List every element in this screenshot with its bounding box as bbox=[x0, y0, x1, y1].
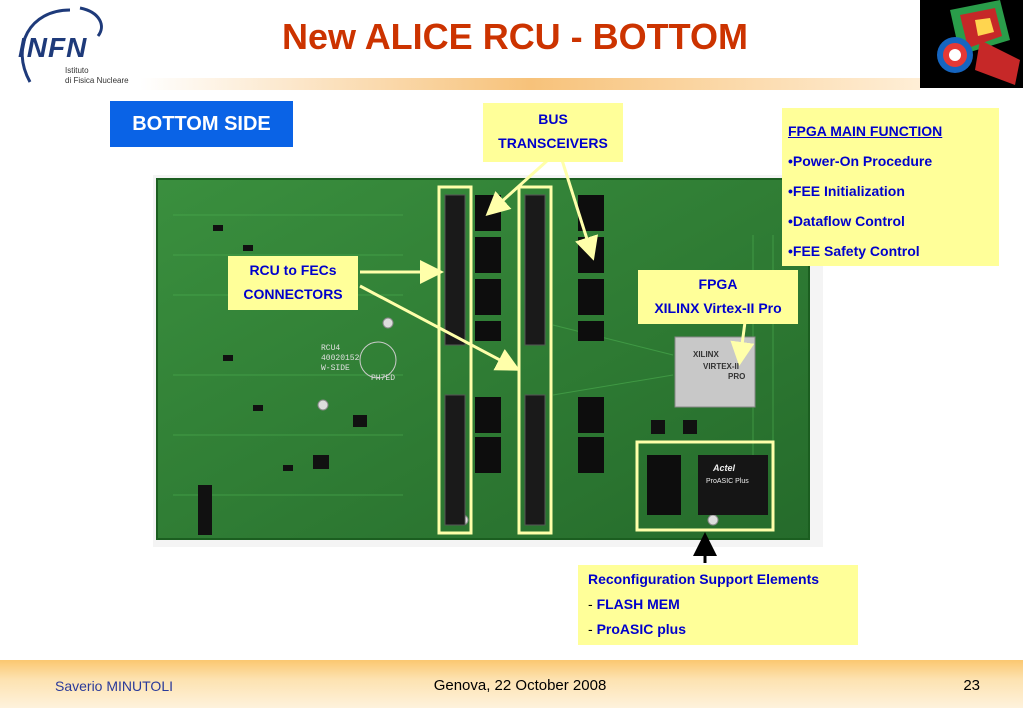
chip-actel-brand: Actel bbox=[712, 463, 736, 473]
fpga-function-item: •FEE Safety Control bbox=[788, 243, 920, 259]
fpga-function-heading: FPGA MAIN FUNCTION bbox=[788, 123, 943, 139]
fpga-function-item: •Power-On Procedure bbox=[788, 153, 933, 169]
fpga-label-line1: FPGA bbox=[698, 276, 738, 292]
fpga-main-function-box: FPGA MAIN FUNCTION •Power-On Procedure •… bbox=[782, 108, 999, 266]
reconf-heading: Reconfiguration Support Elements bbox=[588, 571, 820, 587]
fpga-function-item: •Dataflow Control bbox=[788, 213, 905, 229]
footer-bar bbox=[0, 660, 1023, 708]
reconf-item: - FLASH MEM bbox=[588, 596, 680, 612]
fpga-label-line2: XILINX Virtex-II Pro bbox=[654, 300, 782, 316]
silk-text-3: W-SIDE bbox=[321, 364, 350, 373]
silk-text-4: PH7ED bbox=[371, 374, 395, 383]
page-number: 23 bbox=[963, 677, 980, 694]
logo-swoosh-icon bbox=[20, 6, 103, 83]
slide-title: New ALICE RCU - BOTTOM bbox=[282, 16, 748, 57]
rcu-connectors-label: RCU to FECs CONNECTORS bbox=[228, 256, 358, 310]
bus-label-line1: BUS bbox=[538, 111, 568, 127]
footer-date: Genova, 22 October 2008 bbox=[433, 677, 607, 694]
logo-subtitle-2: di Fisica Nucleare bbox=[65, 76, 129, 85]
chip-xilinx-pro: PRO bbox=[728, 372, 745, 381]
fpga-label: FPGA XILINX Virtex-II Pro bbox=[638, 270, 798, 324]
bottom-side-label: BOTTOM SIDE bbox=[110, 101, 293, 147]
footer-author-last: MINUTOLI bbox=[106, 678, 173, 694]
infn-logo: INFN Istituto di Fisica Nucleare bbox=[10, 6, 140, 92]
bus-label-line2: TRANSCEIVERS bbox=[498, 135, 608, 151]
reconf-item-text: ProASIC plus bbox=[596, 621, 687, 637]
silk-text-2: 40020152 bbox=[321, 354, 360, 363]
detector-image bbox=[920, 0, 1023, 88]
rcu-label-line2: CONNECTORS bbox=[243, 286, 343, 302]
silk-text-1: RCU4 bbox=[321, 344, 340, 353]
logo-brand: INFN bbox=[18, 32, 88, 63]
chip-actel-model: ProASIC Plus bbox=[706, 478, 749, 485]
chip-xilinx-brand: XILINX bbox=[693, 350, 719, 359]
bus-transceivers-label: BUS TRANSCEIVERS bbox=[483, 103, 623, 162]
rcu-board-photo: RCU4 40020152 W-SIDE PH7ED bbox=[153, 175, 823, 547]
title-underline-bar bbox=[140, 78, 920, 90]
fpga-function-item: •FEE Initialization bbox=[788, 183, 905, 199]
logo-subtitle-1: Istituto bbox=[65, 66, 89, 75]
reconfiguration-box: Reconfiguration Support Elements - FLASH… bbox=[578, 565, 858, 645]
chip-xilinx-family: VIRTEX-II bbox=[703, 362, 739, 371]
footer-author-first: Saverio bbox=[55, 678, 103, 694]
rcu-label-line1: RCU to FECs bbox=[249, 262, 337, 278]
reconf-item: - ProASIC plus bbox=[588, 621, 687, 637]
reconf-item-text: FLASH MEM bbox=[596, 596, 680, 612]
footer-author: Saverio MINUTOLI bbox=[55, 678, 173, 694]
